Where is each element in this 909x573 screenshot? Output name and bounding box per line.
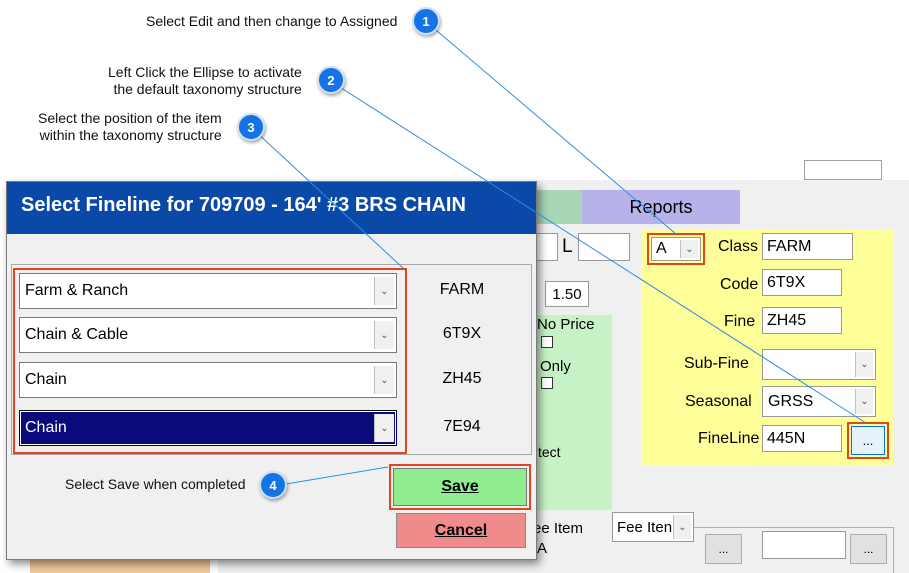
chevron-down-icon: ⌄ bbox=[680, 240, 698, 258]
combo-code: FARM bbox=[439, 281, 485, 298]
fineline-ellipsis-button[interactable]: ... bbox=[851, 426, 885, 455]
seasonal-select-value: GRSS bbox=[768, 392, 814, 410]
callout-text-4-line: Select Save when completed bbox=[65, 476, 246, 492]
select-fineline-dialog: Select Fineline for 709709 - 164' #3 BRS… bbox=[6, 181, 537, 560]
background-top-field[interactable] bbox=[804, 160, 882, 180]
no-price-label: No Price bbox=[537, 316, 595, 333]
fee-ellipsis-button[interactable]: ... bbox=[705, 534, 742, 564]
taxonomy-combo-class[interactable]: Farm & Ranch ⌄ bbox=[19, 273, 397, 309]
fee-item-label: ee Item bbox=[533, 520, 584, 537]
field-left-2[interactable] bbox=[578, 233, 630, 261]
callout-text-3-line-1: Select the position of the item bbox=[38, 110, 222, 126]
chevron-down-icon: ⌄ bbox=[673, 515, 691, 539]
fine-label: Fine bbox=[724, 313, 756, 330]
code-label: Code bbox=[720, 276, 759, 293]
cancel-button[interactable]: Cancel bbox=[396, 513, 526, 548]
callout-text-2-line-2: the default taxonomy structure bbox=[113, 81, 302, 97]
label-L: L bbox=[562, 236, 573, 257]
callout-badge-3: 3 bbox=[237, 113, 265, 141]
seasonal-select[interactable]: GRSS ⌄ bbox=[762, 386, 876, 417]
tect-label: tect bbox=[538, 444, 561, 460]
field-left-1[interactable] bbox=[536, 233, 558, 261]
no-price-checkbox[interactable] bbox=[541, 336, 553, 348]
callout-text-4: Select Save when completed bbox=[65, 476, 246, 493]
combo-value: Chain bbox=[25, 419, 67, 436]
fee-item-select[interactable]: Fee Iten ⌄ bbox=[612, 512, 694, 542]
combo-code: 7E94 bbox=[443, 418, 481, 435]
fine-field[interactable]: ZH45 bbox=[762, 307, 842, 334]
fee-ellipsis-button-2[interactable]: ... bbox=[850, 534, 887, 564]
callout-text-3: Select the position of the item within t… bbox=[38, 110, 222, 144]
fee-field[interactable] bbox=[762, 531, 846, 559]
ellipsis-button-highlight: ... bbox=[847, 422, 889, 459]
chevron-down-icon: ⌄ bbox=[855, 352, 873, 377]
fee-group-border-right bbox=[893, 527, 894, 573]
callout-text-3-line-2: within the taxonomy structure bbox=[39, 127, 222, 143]
assign-select-highlight: A ⌄ bbox=[647, 233, 705, 265]
subfine-select[interactable]: ⌄ bbox=[762, 349, 876, 380]
save-button[interactable]: Save bbox=[393, 468, 527, 506]
combo-code: ZH45 bbox=[442, 370, 482, 387]
fee-item-select-value: Fee Iten bbox=[617, 518, 673, 536]
seasonal-label: Seasonal bbox=[685, 393, 752, 410]
taxonomy-combo-fine[interactable]: Chain ⌄ bbox=[19, 362, 397, 398]
chevron-down-icon[interactable]: ⌄ bbox=[374, 321, 394, 349]
callout-text-2: Left Click the Ellipse to activate the d… bbox=[108, 64, 302, 98]
fineline-field[interactable]: 445N bbox=[762, 425, 842, 452]
class-field[interactable]: FARM bbox=[762, 233, 853, 260]
fee-group-border bbox=[694, 527, 894, 528]
subfine-label: Sub-Fine bbox=[684, 355, 749, 372]
code-field[interactable]: 6T9X bbox=[762, 269, 842, 296]
dialog-title: Select Fineline for 709709 - 164' #3 BRS… bbox=[7, 182, 536, 234]
taxonomy-combo-fineline[interactable]: Chain ⌄ bbox=[19, 410, 397, 446]
tab-green[interactable] bbox=[536, 190, 582, 224]
tab-reports[interactable]: Reports bbox=[582, 190, 740, 224]
combo-code: 6T9X bbox=[442, 325, 482, 342]
assign-select[interactable]: A ⌄ bbox=[651, 237, 701, 261]
chevron-down-icon[interactable]: ⌄ bbox=[374, 277, 394, 305]
callout-text-1-line: Select Edit and then change to Assigned bbox=[146, 13, 398, 29]
chevron-down-icon[interactable]: ⌄ bbox=[374, 414, 394, 442]
combo-value: Chain bbox=[25, 371, 67, 388]
callout-badge-2: 2 bbox=[317, 66, 345, 94]
fineline-label: FineLine bbox=[698, 430, 760, 447]
chevron-down-icon[interactable]: ⌄ bbox=[374, 366, 394, 394]
background-strip-mid bbox=[218, 558, 536, 573]
only-label: Only bbox=[540, 358, 571, 375]
price-field[interactable]: 1.50 bbox=[545, 281, 589, 307]
taxonomy-combo-code[interactable]: Chain & Cable ⌄ bbox=[19, 317, 397, 353]
combo-value: Chain & Cable bbox=[25, 326, 129, 343]
callout-text-2-line-1: Left Click the Ellipse to activate bbox=[108, 64, 302, 80]
class-label: Class bbox=[718, 238, 759, 255]
only-checkbox[interactable] bbox=[541, 377, 553, 389]
save-button-highlight: Save bbox=[389, 464, 531, 510]
background-strip-left bbox=[30, 558, 210, 573]
combo-value: Farm & Ranch bbox=[25, 282, 129, 299]
fee-a-label: A bbox=[537, 540, 548, 557]
callout-text-1: Select Edit and then change to Assigned bbox=[146, 13, 397, 30]
assign-select-value: A bbox=[656, 240, 667, 257]
callout-badge-1: 1 bbox=[412, 7, 440, 35]
callout-badge-4: 4 bbox=[259, 471, 287, 499]
chevron-down-icon: ⌄ bbox=[855, 389, 873, 414]
